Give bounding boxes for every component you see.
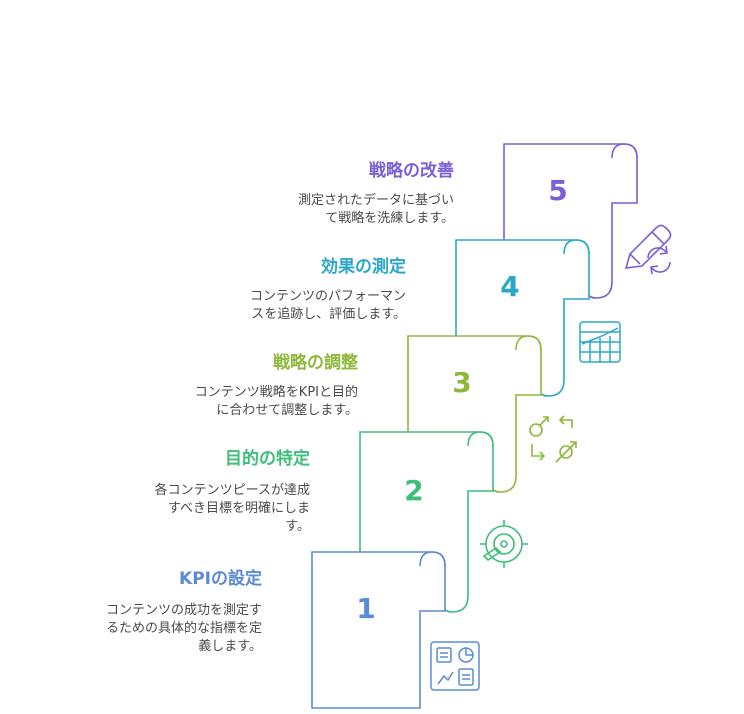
step-4-desc-line: スを追跡し、評価します。 xyxy=(251,307,406,322)
chart-grid-icon xyxy=(579,321,621,363)
scroll-step-1 xyxy=(311,551,446,709)
step-3-title: 戦略の調整 xyxy=(273,353,358,373)
step-2-title: 目的の特定 xyxy=(225,449,310,469)
step-1-desc-line: 義します。 xyxy=(198,639,262,654)
step-3-number: 3 xyxy=(452,366,472,399)
step-4-number: 4 xyxy=(500,270,520,303)
step-2-desc-line: す。 xyxy=(285,519,310,534)
step-5-title: 戦略の改善 xyxy=(369,161,454,181)
target-icon xyxy=(480,520,528,568)
step-4-desc-line: コンテンツのパフォーマン xyxy=(249,289,406,304)
step-2-number: 2 xyxy=(404,474,424,507)
step-4-description: コンテンツのパフォーマン スを追跡し、評価します。 xyxy=(206,288,406,324)
step-2-desc-line: すべき目標を明確にしま xyxy=(167,501,310,516)
step-1-title: KPIの設定 xyxy=(179,569,262,589)
step-5-desc-line: 測定されたデータに基づい xyxy=(297,193,454,208)
pencil-refresh-icon xyxy=(624,224,672,275)
step-1-description: コンテンツの成功を測定す るための具体的な指標を定 義します。 xyxy=(62,602,262,656)
step-1-number: 1 xyxy=(356,592,376,625)
step-2-description: 各コンテンツピースが達成 すべき目標を明確にしま す。 xyxy=(110,482,310,536)
step-1-desc-line: るための具体的な指標を定 xyxy=(105,621,262,636)
step-5-desc-line: て戦略を洗練します。 xyxy=(325,211,454,226)
step-2-desc-line: 各コンテンツピースが達成 xyxy=(154,483,310,498)
step-3-desc-line: コンテンツ戦略をKPIと目的 xyxy=(194,385,358,400)
step-3-desc-line: に合わせて調整します。 xyxy=(216,403,358,418)
dashboard-icon xyxy=(430,641,480,691)
strategy-arrows-icon xyxy=(529,415,577,463)
step-3-description: コンテンツ戦略をKPIと目的 に合わせて調整します。 xyxy=(148,384,358,420)
step-5-description: 測定されたデータに基づい て戦略を洗練します。 xyxy=(254,192,454,228)
step-1-desc-line: コンテンツの成功を測定す xyxy=(105,603,262,618)
step-5-number: 5 xyxy=(548,174,568,207)
step-4-title: 効果の測定 xyxy=(321,257,406,277)
